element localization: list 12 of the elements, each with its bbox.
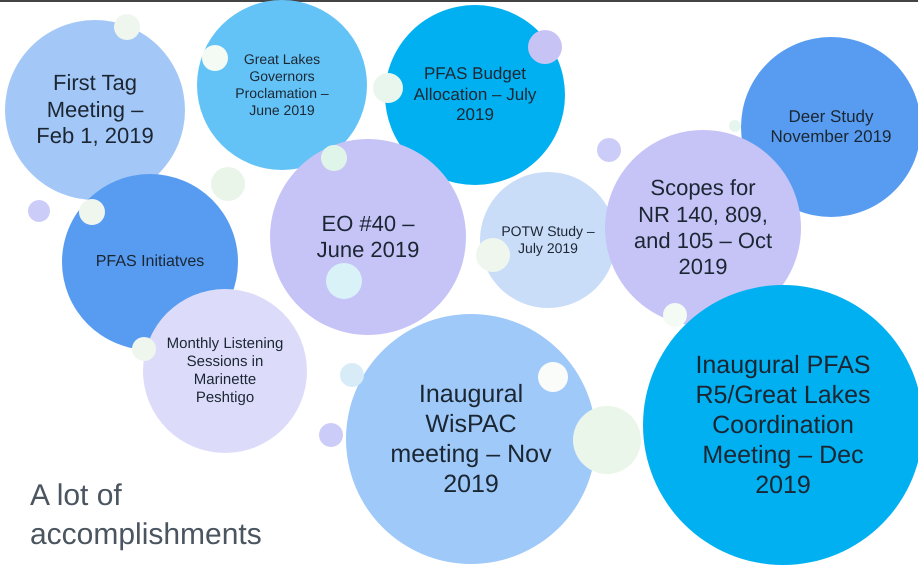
note-text: A lot of accomplishments bbox=[30, 478, 263, 553]
bubble-text: POTW Study – July 2019 bbox=[500, 223, 596, 257]
bubble-text: Inaugural PFAS R5/Great Lakes Coordination Meeting – Dec 2019 bbox=[694, 350, 872, 500]
bubble-text: EO #40 – June 2019 bbox=[316, 210, 420, 264]
bubble-text: Scopes for NR 140, 809, and 105 – Oct 2019 bbox=[632, 175, 774, 281]
bubble-text: PFAS Budget Allocation – July 2019 bbox=[412, 64, 538, 126]
bubble-text: PFAS Initiatves bbox=[96, 252, 204, 272]
bubble-text: Great Lakes Governors Proclamation – June 2019 bbox=[234, 51, 330, 119]
bubble-text: Monthly Listening Sessions in Marinette Peshtigo bbox=[166, 335, 284, 407]
bubble-text: Deer Study November 2019 bbox=[770, 106, 892, 148]
bubble-text: First Tag Meeting – Feb 1, 2019 bbox=[35, 70, 155, 150]
bubble-text: Inaugural WisPAC meeting – Nov 2019 bbox=[389, 379, 553, 499]
